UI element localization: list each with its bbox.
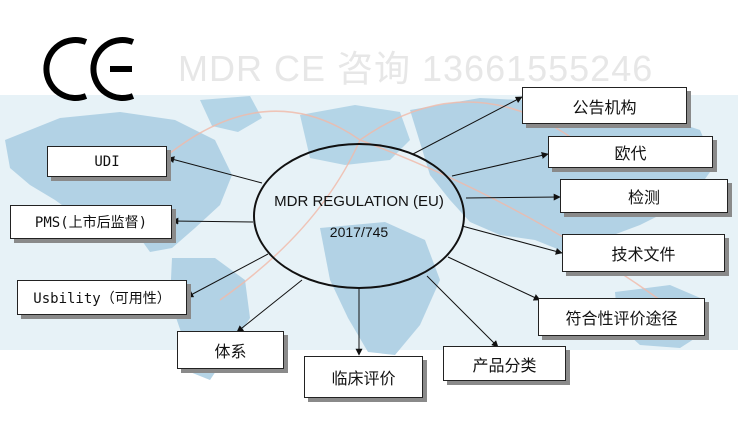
arrow-to-udi	[167, 156, 263, 184]
ce-logo-e	[90, 37, 135, 101]
node-conformity: 符合性评价途径	[538, 298, 705, 336]
node-notified-body: 公告机构	[522, 87, 687, 124]
arrow-to-testing	[465, 193, 561, 201]
center-title: MDR REGULATION (EU)	[274, 192, 444, 210]
route-arc	[149, 110, 361, 171]
arrow-to-ec-rep	[451, 151, 549, 177]
node-usability: Usbility（可用性）	[17, 280, 187, 315]
arrow-to-conformity	[447, 256, 541, 301]
ce-logo	[43, 37, 135, 101]
node-clinical: 临床评价	[304, 356, 423, 398]
watermark: MDR CE 咨询 13661555246	[178, 48, 654, 89]
arrow-to-classification	[426, 275, 499, 348]
node-tech-doc: 技术文件	[562, 234, 725, 272]
node-qms: 体系	[177, 331, 284, 369]
arrow-to-qms	[236, 279, 303, 333]
ce-logo-c	[43, 37, 88, 101]
arrow-to-usability	[186, 253, 269, 298]
node-pms: PMS(上市后监督)	[10, 205, 172, 239]
continent-greenland	[200, 96, 262, 132]
node-testing: 检测	[560, 179, 728, 213]
arrow-to-tech-doc	[461, 225, 563, 255]
node-ec-rep: 欧代	[548, 136, 713, 168]
mdr-regulation-center: MDR REGULATION (EU) 2017/745	[253, 143, 465, 289]
node-udi: UDI	[47, 146, 167, 177]
node-classification: 产品分类	[443, 346, 566, 381]
arrow-to-notified-body	[412, 96, 523, 155]
center-subtitle: 2017/745	[329, 223, 389, 240]
arrow-to-pms	[171, 217, 254, 225]
